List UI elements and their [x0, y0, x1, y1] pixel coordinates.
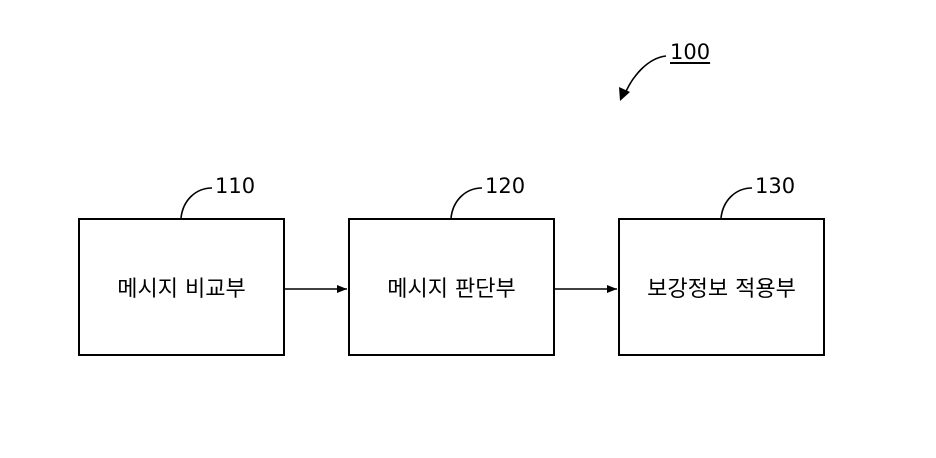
- block-2-reference-number: 120: [485, 174, 526, 198]
- block-2-label: 메시지 판단부: [387, 277, 516, 302]
- block-1-leader-line: [180, 187, 213, 219]
- block-1-label: 메시지 비교부: [117, 277, 246, 302]
- figure-leader-arrowhead: [619, 87, 630, 101]
- block-3-box: 보강정보 적용부: [618, 218, 825, 356]
- figure-reference-number: 100: [670, 40, 711, 64]
- block-3-leader-line: [720, 187, 753, 219]
- figure-leader-arrow: [623, 55, 667, 97]
- block-1-reference-number: 110: [215, 174, 256, 198]
- block-2-box: 메시지 판단부: [348, 218, 555, 356]
- block-3-reference-number: 130: [755, 174, 796, 198]
- block-3-label: 보강정보 적용부: [647, 277, 796, 302]
- block-2-leader-line: [450, 187, 483, 219]
- block-1-box: 메시지 비교부: [78, 218, 285, 356]
